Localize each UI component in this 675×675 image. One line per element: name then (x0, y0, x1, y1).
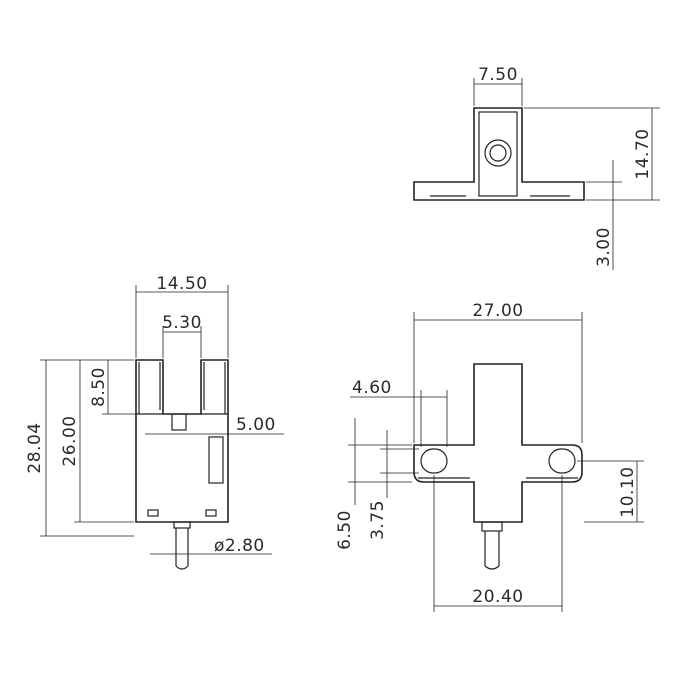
dim-top-flange-label: 3.00 (594, 227, 614, 267)
dim-top-width-label: 7.50 (478, 65, 518, 85)
dim-side-right-offset-label: 10.10 (618, 466, 638, 517)
dim-side-hole-offset: 3.75 (368, 430, 388, 540)
front-contact-left (147, 509, 159, 517)
dim-front-pin-dia-label: ø2.80 (214, 536, 265, 556)
top-view-lens-inner (489, 144, 507, 162)
dim-side-hole-width: 4.60 (350, 378, 448, 447)
dim-front-body-height-label: 26.00 (60, 415, 80, 466)
dim-top-height-label: 14.70 (633, 128, 653, 179)
side-pin-end (484, 565, 500, 570)
side-view: 27.00 4.60 6.50 3.75 20.40 (335, 301, 644, 612)
dim-side-length-label: 27.00 (472, 301, 523, 321)
front-contact-right (205, 509, 217, 517)
dim-front-slot-depth: 8.50 (89, 360, 109, 414)
top-view-inner-body (478, 111, 518, 197)
dim-top-width: 7.50 (473, 65, 523, 106)
dim-side-hole-pitch-label: 20.40 (472, 587, 523, 607)
dim-side-flange-height: 6.50 (335, 418, 356, 550)
front-view-outline (135, 359, 229, 523)
dim-front-pin-dia: ø2.80 (150, 536, 272, 556)
dim-side-hole-offset-label: 3.75 (368, 500, 388, 540)
dim-side-length: 27.00 (413, 301, 583, 443)
dim-side-right-offset: 10.10 (577, 460, 644, 523)
dim-front-window-label: 5.00 (236, 415, 276, 435)
top-view-outline (413, 107, 585, 201)
dim-front-slot-depth-label: 8.50 (89, 367, 109, 407)
dim-front-width: 14.50 (135, 274, 229, 358)
top-view-lens-outer (484, 139, 512, 167)
side-mounting-hole-left (420, 448, 448, 474)
dim-top-flange: 3.00 (586, 160, 622, 270)
front-pin-end (175, 565, 189, 570)
dim-front-total-height-label: 28.04 (25, 422, 45, 473)
dim-front-slot: 5.30 (162, 313, 202, 358)
side-pin-collar (481, 521, 503, 532)
side-mounting-hole-right (548, 448, 576, 474)
dim-side-flange-height-label: 6.50 (335, 510, 355, 550)
front-window (208, 436, 224, 484)
dim-front-total-height: 28.04 (25, 360, 47, 536)
side-view-outline (413, 363, 583, 523)
top-view: 7.50 14.70 3.00 (413, 65, 660, 270)
dim-front-body-height: 26.00 (60, 360, 81, 522)
dim-front-slot-label: 5.30 (162, 313, 202, 333)
front-view: 14.50 5.30 28.04 26.00 8.50 5. (25, 274, 284, 570)
front-pin-collar (173, 521, 191, 529)
dim-side-hole-pitch: 20.40 (433, 475, 563, 612)
dim-front-width-label: 14.50 (156, 274, 207, 294)
dim-front-window: 5.00 (145, 415, 284, 435)
front-center-post (171, 413, 187, 431)
dim-top-height: 14.70 (524, 107, 660, 201)
dim-side-hole-width-label: 4.60 (352, 378, 392, 398)
